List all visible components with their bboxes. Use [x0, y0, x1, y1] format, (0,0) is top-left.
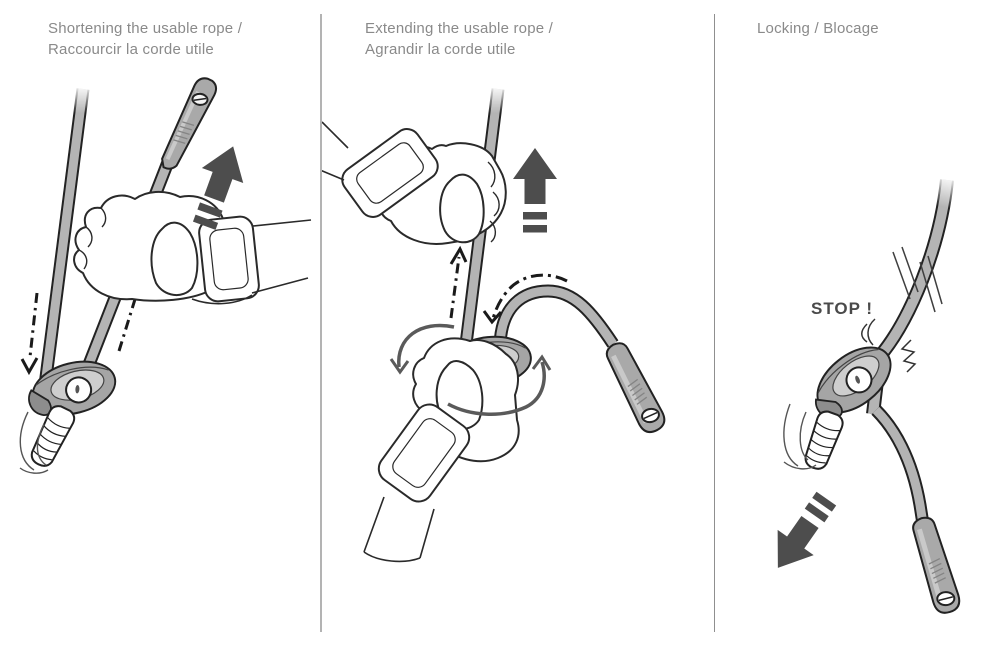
termination-eye	[641, 407, 660, 424]
bold-up-arrow-icon	[513, 148, 557, 233]
gloved-hand-holding-device	[363, 337, 520, 563]
panel-locking-illustration	[777, 171, 962, 614]
stitching	[928, 558, 946, 584]
anchored-rope	[37, 85, 96, 394]
carabiner-outline	[19, 411, 49, 474]
arm-lines	[191, 219, 312, 305]
panel-shortening-illustration	[19, 77, 312, 474]
bold-up-arrow-icon	[192, 146, 244, 230]
glove-cuff	[198, 215, 260, 303]
title-line-1: Shortening the usable rope /	[48, 20, 243, 37]
panel-extending-illustration	[320, 85, 666, 563]
rotation-arrow-icon-right	[447, 354, 552, 416]
panel-title-shortening: Shortening the usable rope / Raccourcir …	[48, 18, 242, 60]
title-line-1: Locking / Blocage	[757, 20, 879, 37]
title-line-1: Extending the usable rope /	[365, 20, 554, 37]
panel-divider-right	[713, 14, 715, 632]
termination-eye	[191, 92, 209, 106]
sewn-termination	[912, 516, 961, 614]
arm-lines	[320, 121, 349, 181]
dashed-down-arrow-icon	[20, 292, 39, 376]
title-line-2: Raccourcir la corde utile	[48, 41, 214, 58]
carabiner-outline	[783, 403, 817, 470]
sewn-termination	[161, 77, 218, 170]
dashed-up-arrow-icon	[449, 245, 468, 319]
panel-divider-left	[320, 14, 322, 632]
gloved-hand	[73, 191, 312, 305]
speed-lines	[892, 246, 943, 313]
stitching	[173, 121, 195, 144]
panel-title-locking: Locking / Blocage	[757, 18, 879, 39]
impact-flash-icon	[861, 318, 917, 373]
stop-label: STOP !	[811, 299, 874, 318]
bold-down-arrow-icon	[777, 491, 837, 568]
title-line-2: Agrandir la corde utile	[365, 41, 516, 58]
connector-grip	[804, 410, 844, 470]
panel-title-extending: Extending the usable rope / Agrandir la …	[365, 18, 553, 60]
stitching	[627, 378, 648, 405]
connector-grip	[30, 405, 76, 467]
arm-lines	[363, 496, 435, 563]
glove-cuff	[377, 403, 471, 503]
rope-adjuster	[815, 346, 892, 419]
rope-adjuster	[28, 360, 117, 417]
sewn-termination	[605, 342, 666, 434]
dash-dot-feed-arrow-icon	[482, 273, 568, 325]
termination-eye	[936, 591, 956, 607]
braked-rope	[871, 405, 930, 526]
gloved-hand	[320, 121, 507, 245]
slack-rope-arc	[493, 284, 619, 348]
loaded-rope	[866, 171, 962, 415]
glove-cuff	[341, 128, 439, 218]
rotation-arrow-icon-left	[389, 323, 455, 375]
